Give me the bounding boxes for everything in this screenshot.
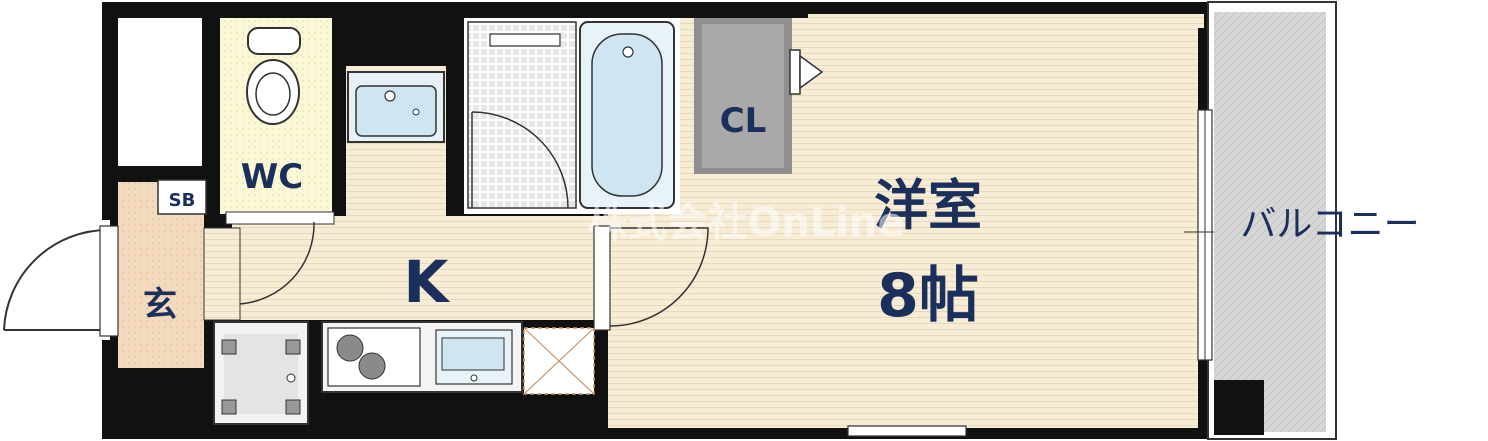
fridge-space-icon [523,327,595,395]
western-room-size-label: 8帖 [877,261,979,331]
shoe-box [157,179,207,215]
storage [118,18,202,166]
closet [694,18,824,174]
balcony-label: バルコニー [1240,204,1419,245]
room-door [593,225,709,331]
kitchen-counter [321,321,523,393]
washbasin-icon [347,71,445,143]
sink-icon [435,329,513,385]
entrance-door [0,220,119,340]
wc-door [203,211,335,321]
shoe-box-label: SB [169,190,196,211]
shower-icon [467,21,577,209]
washer-icon [213,321,309,425]
closet-label: CL [720,101,767,141]
bottom-window [847,425,967,437]
bathroom [464,18,680,214]
stove-icon [327,327,421,387]
toilet-icon [246,27,301,125]
entrance-label: 玄 [143,285,177,325]
western-room-label: 洋室 [874,174,982,237]
kitchen-label: K [404,248,451,316]
balcony-area [1207,1,1337,440]
kitchen-floor [232,216,608,320]
balcony-window [1184,109,1214,361]
watermark: 株式会社OnLine [587,200,904,246]
wc-label: WC [241,157,303,197]
